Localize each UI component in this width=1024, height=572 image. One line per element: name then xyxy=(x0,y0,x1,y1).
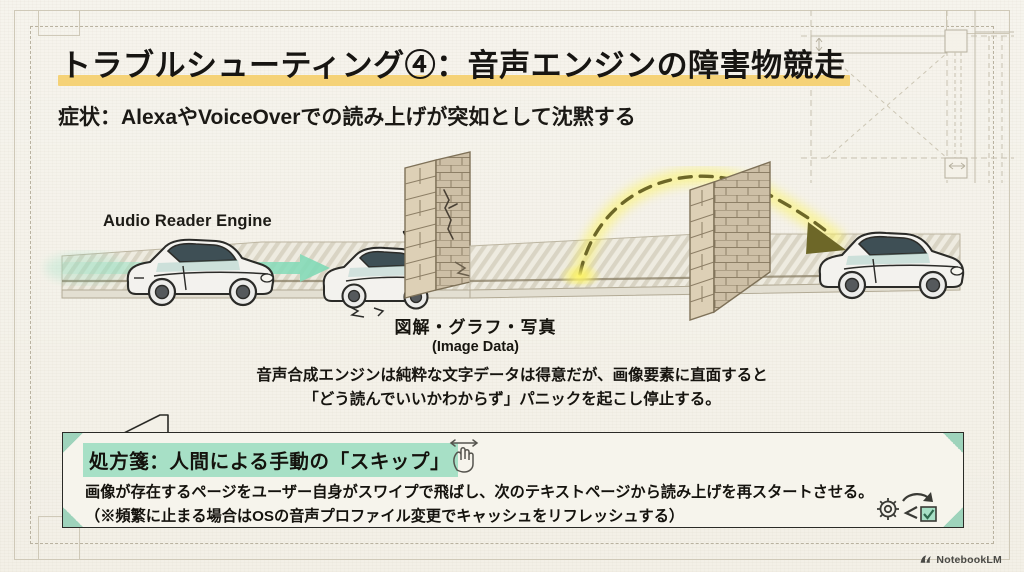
frame-tick-top-left xyxy=(38,10,80,36)
car-running xyxy=(126,238,275,307)
explanation-line-2: 「どう読んでいいかわからず」パニックを起こし停止する。 xyxy=(303,391,721,409)
blueprint-outer-frame xyxy=(14,10,1010,560)
corner-accent-top-right xyxy=(943,433,963,453)
solution-line-1: 画像が存在するページをユーザー自身がスワイプで飛ばし、次のテキストページから読み… xyxy=(85,484,874,501)
gear-refresh-check-icon xyxy=(877,492,937,522)
solution-body: 画像が存在するページをユーザー自身がスワイプで飛ばし、次のテキストページから読み… xyxy=(85,481,945,528)
blueprint-dashed-frame xyxy=(30,26,994,544)
notebooklm-logo-icon xyxy=(921,555,932,563)
obstacle-course-illustration xyxy=(45,151,965,321)
solution-line-2: （※頻繁に止まる場合はOSの音声プロファイル変更でキャッシュをリフレッシュする） xyxy=(85,507,685,525)
solution-heading: 処方箋：人間による手動の「スキップ」 xyxy=(83,443,459,477)
page-title: トラブルシューティング④：音声エンジンの障害物競走 xyxy=(58,40,850,87)
car-landed xyxy=(818,231,965,300)
title-container: トラブルシューティング④：音声エンジンの障害物競走 xyxy=(58,40,850,87)
corner-accent-bottom-left xyxy=(63,507,83,527)
watermark-label: NotebookLM xyxy=(936,553,1002,566)
corner-accent-top-left xyxy=(63,433,83,453)
engine-label: Audio Reader Engine xyxy=(103,212,272,230)
notebooklm-watermark: NotebookLM xyxy=(919,553,1002,566)
wall-obstacle-1 xyxy=(404,151,471,299)
corner-accent-bottom-right xyxy=(943,507,963,527)
explanation-text: 音声合成エンジンは純粋な文字データは得意だが、画像要素に直面すると 「どう読んで… xyxy=(0,364,1024,413)
wall-obstacle-2 xyxy=(689,161,771,321)
page-subtitle: 症状：AlexaやVoiceOverでの読み上げが突如として沈黙する xyxy=(58,106,636,129)
solution-box: 処方箋：人間による手動の「スキップ」 画像が存在するページをユーザー自身がスワイ… xyxy=(62,432,964,528)
explanation-line-1: 音声合成エンジンは純粋な文字データは得意だが、画像要素に直面すると xyxy=(256,367,768,384)
swipe-hand-icon xyxy=(449,439,479,473)
technical-blueprint-drawing xyxy=(801,10,1014,183)
frame-tick-bottom-left xyxy=(38,516,80,560)
